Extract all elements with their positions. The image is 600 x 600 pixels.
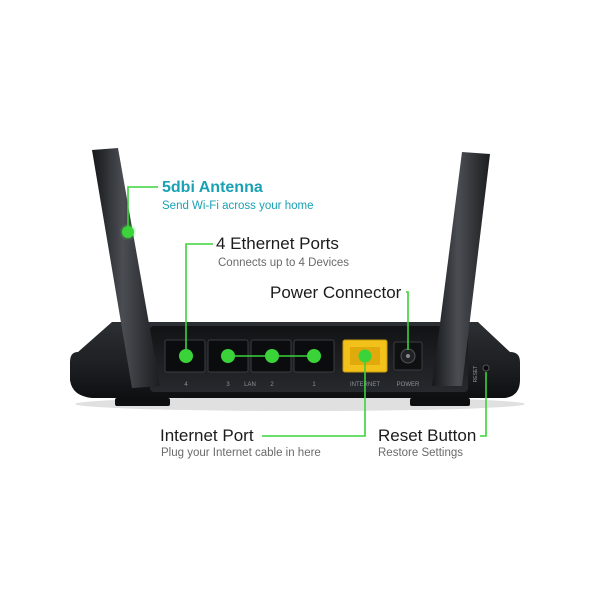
port-label-1: 1 [312,382,316,388]
antenna-callout-subtitle: Send Wi-Fi across your home [162,200,314,212]
port-label-2: 2 [270,382,274,388]
power-leader-line [406,291,409,350]
reset-port-label: RESET [473,366,479,383]
internet-leader-line [262,356,366,437]
antenna-left [92,148,160,388]
antenna-callout-title: 5dbi Antenna [162,179,263,196]
ethernet-callout-subtitle: Connects up to 4 Devices [218,257,350,269]
power-port-label: POWER [397,382,420,388]
lan-port-2-marker [265,349,279,363]
ethernet-callout-title: 4 Ethernet Ports [216,234,339,253]
port-label-3: 3 [226,382,230,388]
lan-port-1-marker [307,349,321,363]
power-connector-pin [406,354,410,358]
lan-port-3-marker [221,349,235,363]
antenna-right [432,152,490,386]
ethernet-leader-line [185,243,213,356]
internet-port-marker [358,349,372,363]
power-callout-title: Power Connector [270,283,402,302]
antenna-leader-line [127,186,158,232]
antenna-marker [122,226,134,238]
reset-leader-line [480,372,487,437]
reset-callout-subtitle: Restore Settings [378,447,464,459]
port-label-4: 4 [184,382,188,388]
router-foot-left [115,398,170,406]
reset-callout-title: Reset Button [378,426,477,445]
internet-callout-subtitle: Plug your Internet cable in here [161,447,321,459]
port-label-lan: LAN [244,382,256,388]
lan-port-4-marker [179,349,193,363]
reset-button[interactable] [482,364,490,372]
internet-callout-title: Internet Port [160,426,254,445]
router-foot-right [410,398,470,406]
